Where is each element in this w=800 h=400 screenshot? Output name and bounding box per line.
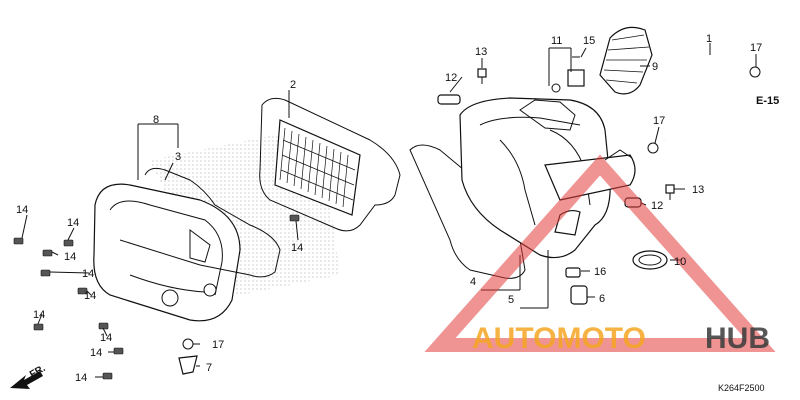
cover-gasket [144, 167, 281, 278]
breather-tube-inner [663, 58, 741, 141]
clip-17-b [647, 142, 659, 154]
sensor-11 [551, 69, 585, 93]
callout-14-i: 14 [75, 372, 87, 384]
callout-17-c: 17 [750, 42, 762, 54]
callout-11: 11 [551, 35, 562, 47]
bolt-13-b [665, 184, 675, 200]
hose-clamp-10 [632, 250, 668, 270]
watermark-text-hub: HUB [705, 322, 770, 355]
breather-tube [664, 59, 741, 141]
front-direction-arrow: FR. [10, 363, 48, 389]
callout-14-a: 14 [16, 204, 28, 216]
callout-15: 15 [583, 35, 595, 47]
callout-16: 16 [594, 266, 606, 278]
callout-9: 9 [652, 61, 658, 73]
callout-12-a: 12 [445, 72, 457, 84]
callout-labels: 1 2 3 4 5 6 7 8 9 10 11 12 12 13 13 14 1… [16, 33, 779, 384]
callout-3: 3 [175, 151, 181, 163]
callout-14-d: 14 [82, 268, 94, 280]
callout-14-e: 14 [84, 290, 96, 302]
callout-12-b: 12 [651, 200, 663, 212]
reference-e15: E-15 [756, 95, 779, 107]
clip-17-a [182, 338, 194, 350]
watermark-triangle [424, 154, 776, 352]
bolt-13-a [477, 68, 487, 84]
callout-5: 5 [508, 294, 514, 306]
callout-7: 7 [206, 362, 212, 374]
callout-17-a: 17 [212, 339, 224, 351]
callout-8: 8 [153, 114, 159, 126]
callout-2: 2 [290, 79, 296, 91]
callout-14-c: 14 [64, 251, 76, 263]
drain-plug-16 [565, 267, 581, 278]
callout-4: 4 [470, 276, 476, 288]
drain-cap-7 [178, 355, 198, 375]
screw-14-group [13, 214, 300, 380]
callout-14-h: 14 [90, 347, 102, 359]
air-cleaner-cover [93, 183, 241, 322]
drain-tube-6 [570, 285, 588, 305]
air-filter-element [259, 97, 401, 232]
callout-13-a: 13 [475, 46, 487, 58]
callout-14-f: 14 [33, 309, 45, 321]
callout-14-g: 14 [100, 332, 112, 344]
callout-17-b: 17 [653, 115, 665, 127]
callout-14-j: 14 [291, 242, 303, 254]
air-cleaner-housing [459, 97, 636, 259]
intake-duct [599, 26, 653, 95]
callout-10: 10 [674, 256, 686, 268]
callout-6: 6 [599, 293, 605, 305]
callout-1: 1 [706, 33, 712, 45]
front-label: FR. [28, 363, 48, 381]
watermark-text-automoto: AUTOMOTO [472, 322, 646, 355]
callout-13-b: 13 [692, 184, 704, 196]
callout-14-b: 14 [67, 217, 79, 229]
figure-code: K264F2500 [718, 383, 765, 393]
watermark: AUTOMOTO HUB [424, 154, 776, 355]
bracket-left-12 [437, 94, 461, 105]
clip-17-c [749, 66, 761, 78]
